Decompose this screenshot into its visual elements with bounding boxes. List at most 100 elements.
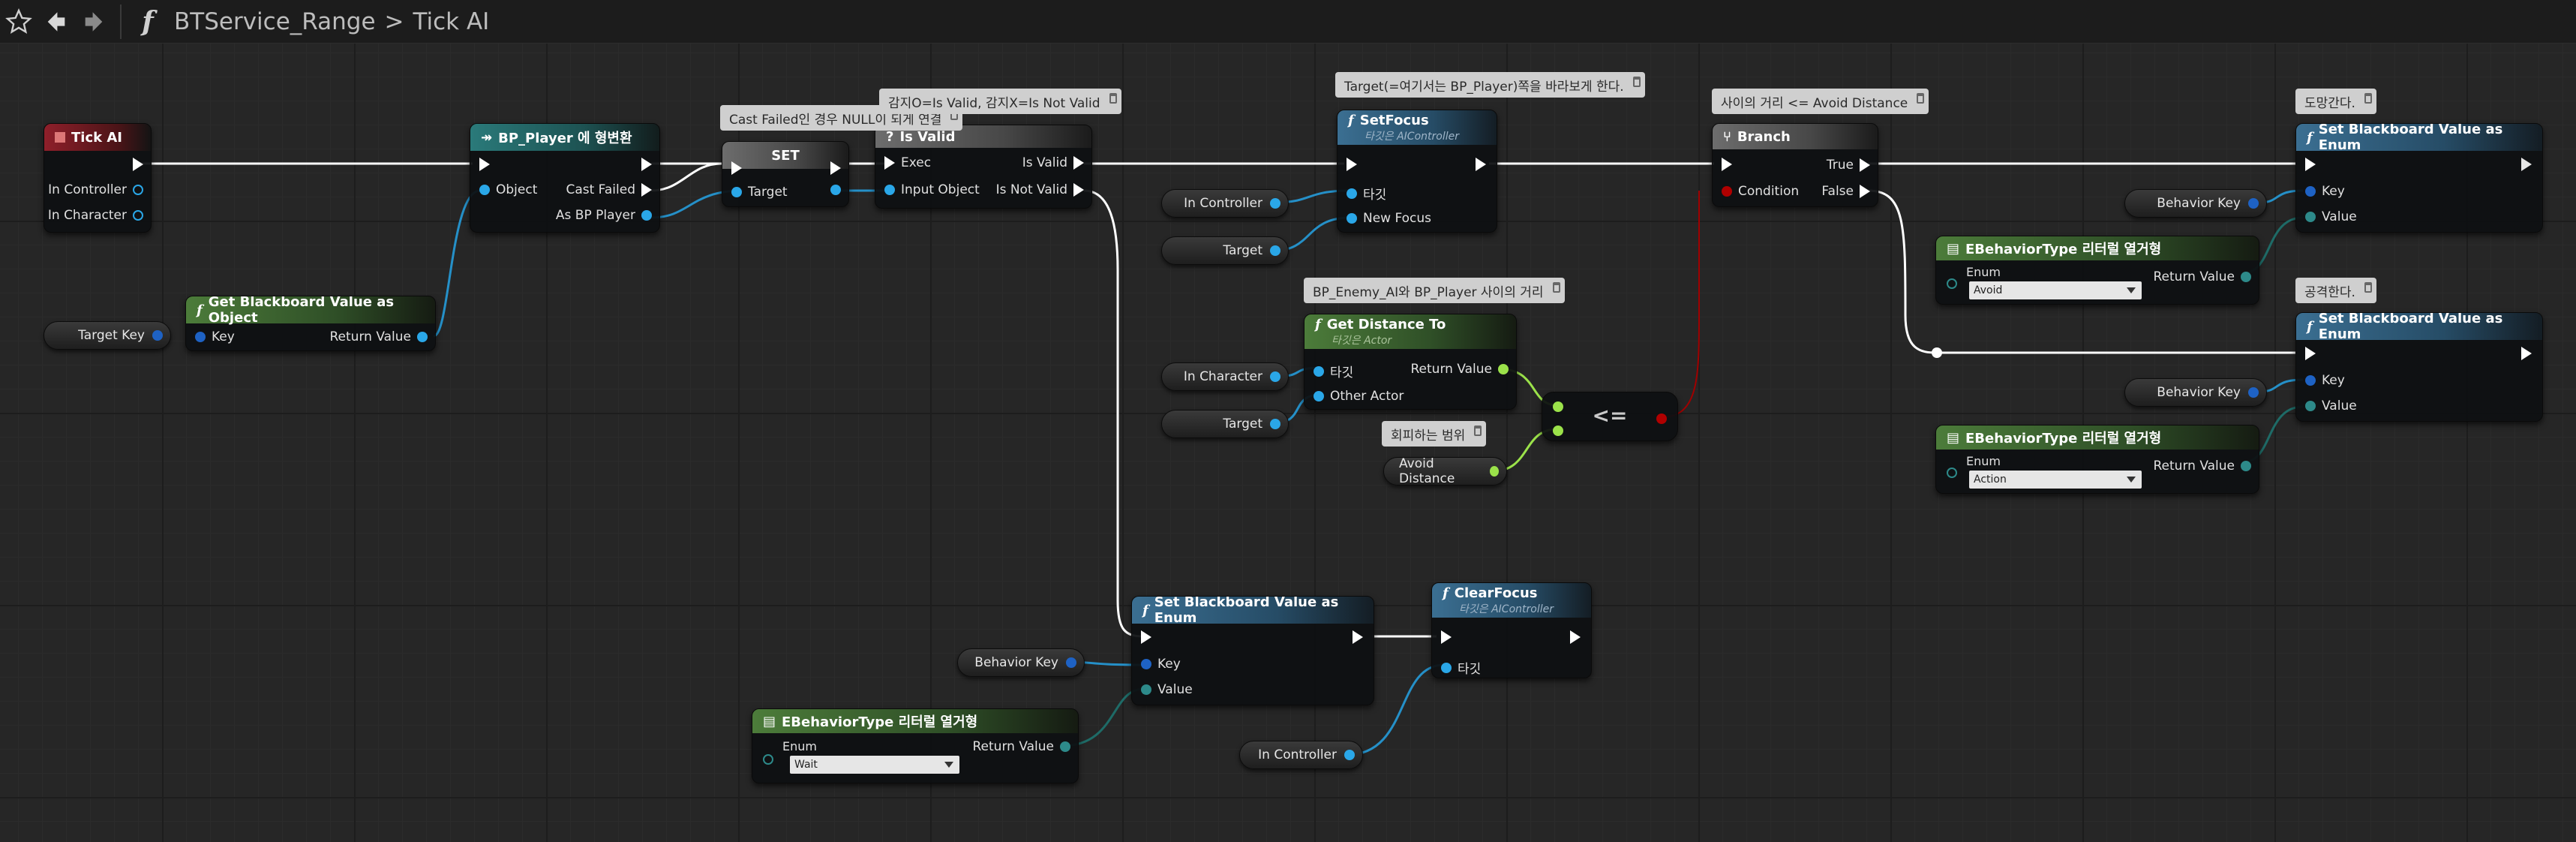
value-pin[interactable]: Value bbox=[1141, 682, 1199, 697]
in-character-variable[interactable]: In Character bbox=[1161, 362, 1289, 391]
enum-literal-node[interactable]: ▤EBehaviorType 리터럴 열거형 Enum Action Retur… bbox=[1935, 425, 2259, 494]
key-pin[interactable]: Key bbox=[2305, 373, 2351, 388]
false-pin[interactable]: False bbox=[1815, 184, 1870, 199]
comment-bubble[interactable]: 공격한다. bbox=[2295, 278, 2376, 303]
cast-to-bp-player-node[interactable]: ↠BP_Player 에 형변환 Object Cast Failed As B… bbox=[470, 123, 660, 233]
return-value-pin[interactable]: Return Value bbox=[2148, 459, 2251, 474]
exec-out-pin[interactable] bbox=[641, 158, 652, 171]
value-pin[interactable]: Value bbox=[2305, 398, 2363, 413]
target-pin[interactable]: 타깃 bbox=[1441, 658, 1487, 677]
comment-bubble[interactable]: BP_Enemy_AI와 BP_Player 사이의 거리 bbox=[1304, 278, 1565, 303]
pin-icon[interactable] bbox=[1552, 282, 1560, 293]
pin-icon[interactable] bbox=[1632, 77, 1641, 87]
avoid-distance-variable[interactable]: Avoid Distance bbox=[1383, 456, 1507, 486]
less-equal-compare-node[interactable]: <= bbox=[1542, 392, 1678, 441]
is-valid-pin[interactable]: Is Valid bbox=[1016, 155, 1084, 170]
target-pin[interactable]: 타깃 bbox=[1347, 184, 1392, 203]
return-value-pin[interactable]: Return Value bbox=[2148, 269, 2251, 284]
target-variable[interactable]: Target bbox=[1161, 236, 1289, 265]
tick-ai-node[interactable]: Tick AI In Controller In Character bbox=[44, 123, 152, 233]
exec-in-pin[interactable] bbox=[1441, 630, 1452, 644]
true-pin[interactable]: True bbox=[1821, 158, 1870, 173]
comment-bubble[interactable]: 감지O=Is Valid, 감지X=Is Not Valid bbox=[879, 89, 1121, 114]
comment-bubble[interactable]: 사이의 거리 <= Avoid Distance bbox=[1712, 89, 1929, 114]
exec-out-pin[interactable] bbox=[1570, 630, 1581, 644]
exec-in-pin[interactable]: Exec bbox=[884, 155, 937, 170]
exec-in-pin[interactable] bbox=[1347, 158, 1357, 171]
is-valid-node[interactable]: ?Is Valid Exec Is Valid Input Object Is … bbox=[875, 125, 1092, 209]
in-controller-pin[interactable]: In Controller bbox=[44, 182, 143, 197]
object-pin[interactable]: Object bbox=[479, 182, 543, 197]
enum-literal-node[interactable]: ▤EBehaviorType 리터럴 열거형 Enum Wait Return … bbox=[752, 708, 1079, 783]
breadcrumb-leaf[interactable]: Tick AI bbox=[413, 8, 490, 35]
return-value-pin[interactable]: Return Value bbox=[324, 329, 428, 344]
behavior-key-variable[interactable]: Behavior Key bbox=[2124, 378, 2267, 407]
target-pin[interactable]: 타깃 bbox=[1314, 362, 1359, 380]
new-focus-pin[interactable]: New Focus bbox=[1347, 211, 1437, 226]
enum-pin[interactable] bbox=[1947, 278, 1957, 289]
exec-out-pin[interactable] bbox=[1476, 158, 1486, 171]
exec-out-pin[interactable] bbox=[133, 158, 143, 171]
enum-pin[interactable] bbox=[1947, 468, 1957, 478]
exec-out-pin[interactable] bbox=[830, 161, 841, 175]
in-controller-variable[interactable]: In Controller bbox=[1161, 189, 1289, 218]
forward-arrow-icon[interactable] bbox=[75, 3, 113, 41]
target-key-variable[interactable]: Target Key bbox=[44, 321, 171, 350]
pin-icon[interactable] bbox=[1474, 426, 1482, 436]
input-object-pin[interactable]: Input Object bbox=[884, 182, 986, 197]
pin-icon[interactable] bbox=[1917, 93, 1925, 104]
enum-dropdown[interactable]: Avoid bbox=[1969, 281, 2142, 299]
set-variable-node[interactable]: SET Target bbox=[722, 141, 849, 207]
a-input-pin[interactable] bbox=[1553, 401, 1563, 412]
pin-icon[interactable] bbox=[2364, 282, 2372, 293]
branch-node[interactable]: ⑂Branch True Condition False bbox=[1712, 123, 1878, 207]
result-output-pin[interactable] bbox=[1656, 413, 1667, 424]
pin-icon[interactable] bbox=[1109, 93, 1117, 104]
target-out-pin[interactable] bbox=[830, 185, 841, 195]
in-character-pin[interactable]: In Character bbox=[44, 208, 143, 223]
enum-dropdown[interactable]: Wait bbox=[790, 756, 959, 774]
enum-pin[interactable] bbox=[763, 754, 773, 765]
other-actor-pin[interactable]: Other Actor bbox=[1314, 389, 1410, 404]
enum-dropdown[interactable]: Action bbox=[1969, 471, 2142, 489]
key-pin[interactable]: Key bbox=[1141, 657, 1187, 672]
b-input-pin[interactable] bbox=[1553, 426, 1563, 436]
enum-literal-node[interactable]: ▤EBehaviorType 리터럴 열거형 Enum Avoid Return… bbox=[1935, 236, 2259, 305]
exec-out-pin[interactable] bbox=[1353, 630, 1363, 644]
value-pin[interactable]: Value bbox=[2305, 209, 2363, 224]
cast-failed-pin[interactable]: Cast Failed bbox=[560, 182, 652, 197]
exec-in-pin[interactable] bbox=[731, 161, 742, 175]
star-outline-icon[interactable] bbox=[0, 3, 38, 41]
exec-in-pin[interactable] bbox=[2305, 347, 2316, 360]
key-pin[interactable]: Key bbox=[195, 329, 241, 344]
key-pin[interactable]: Key bbox=[2305, 184, 2351, 199]
exec-out-pin[interactable] bbox=[2521, 347, 2532, 360]
behavior-key-variable[interactable]: Behavior Key bbox=[2124, 189, 2267, 218]
return-value-pin[interactable]: Return Value bbox=[967, 739, 1070, 754]
behavior-key-variable[interactable]: Behavior Key bbox=[957, 648, 1085, 677]
exec-in-pin[interactable] bbox=[2305, 158, 2316, 171]
condition-pin[interactable]: Condition bbox=[1722, 184, 1805, 199]
in-controller-variable[interactable]: In Controller bbox=[1239, 741, 1363, 769]
exec-in-pin[interactable] bbox=[479, 158, 490, 171]
pin-icon[interactable] bbox=[2364, 93, 2372, 104]
target-variable[interactable]: Target bbox=[1161, 410, 1289, 438]
exec-in-pin[interactable] bbox=[1141, 630, 1151, 644]
as-bp-player-pin[interactable]: As BP Player bbox=[550, 208, 652, 223]
return-value-pin[interactable]: Return Value bbox=[1405, 362, 1509, 377]
comment-bubble[interactable]: 도망간다. bbox=[2295, 89, 2376, 114]
exec-in-pin[interactable] bbox=[1722, 158, 1732, 171]
back-arrow-icon[interactable] bbox=[38, 3, 75, 41]
target-pin[interactable]: Target bbox=[731, 185, 794, 200]
exec-out-pin[interactable] bbox=[2521, 158, 2532, 171]
breadcrumb-root[interactable]: BTService_Range bbox=[174, 8, 376, 35]
comment-bubble[interactable]: Target(=여기서는 BP_Player)쪽을 바라보게 한다. bbox=[1335, 72, 1645, 98]
comment-bubble[interactable]: 회피하는 범위 bbox=[1382, 421, 1487, 447]
